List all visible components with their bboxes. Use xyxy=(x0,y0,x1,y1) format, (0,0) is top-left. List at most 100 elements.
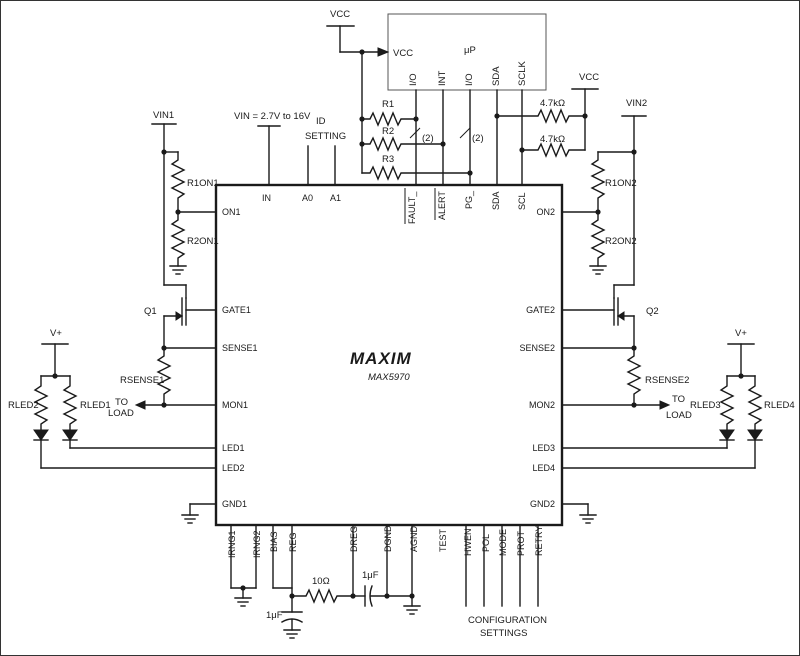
mcu-int: INT xyxy=(437,71,448,87)
mcu-io-1: I/O xyxy=(408,73,419,86)
pin-irng1: IRNG1 xyxy=(227,530,237,558)
r2on2-label: R2ON2 xyxy=(605,236,637,247)
mcu-name: μP xyxy=(464,45,476,56)
vin1-label: VIN1 xyxy=(153,110,174,121)
to-load-right-2: LOAD xyxy=(666,410,692,421)
mcu-vcc-pin: VCC xyxy=(393,48,413,59)
rled1-label: RLED1 xyxy=(80,400,111,411)
pin-fault: FAULT_ xyxy=(407,191,417,224)
part-number: MAX5970 xyxy=(368,372,410,383)
pin-gate1: GATE1 xyxy=(222,305,251,315)
r-10ohm-label: 10Ω xyxy=(312,576,330,587)
pin-sense2: SENSE2 xyxy=(519,343,555,353)
pin-retry: RETRY xyxy=(534,526,544,556)
to-load-left-1: TO xyxy=(115,397,128,408)
pullup-sda-label: 4.7kΩ xyxy=(540,98,565,109)
rled3-label: RLED3 xyxy=(690,400,721,411)
pin-reg: REG xyxy=(288,532,298,552)
pin-sda: SDA xyxy=(491,191,501,210)
ic-body xyxy=(214,183,564,527)
pin-sense1: SENSE1 xyxy=(222,343,258,353)
vin-and-id-setting: VIN = 2.7V to 16V ID SETTING xyxy=(234,111,346,186)
vcc-arrow xyxy=(377,47,390,57)
pin-on2: ON2 xyxy=(536,207,555,217)
pin-gnd1: GND1 xyxy=(222,499,247,509)
ic-right-pins: ON2 GATE2 SENSE2 MON2 LED3 LED4 GND2 xyxy=(519,207,555,509)
config-label-2: SETTINGS xyxy=(480,628,528,639)
id-setting-label-2: SETTING xyxy=(305,131,346,142)
note-2b: (2) xyxy=(472,133,484,144)
pin-mon2: MON2 xyxy=(529,400,555,410)
pin-pg: PG_ xyxy=(464,190,474,209)
mcu-io-2: I/O xyxy=(464,73,475,86)
pin-dgnd: DGND xyxy=(383,525,393,552)
pin-mode: MODE xyxy=(498,529,508,556)
v-plus-left-label: V+ xyxy=(50,328,62,339)
pin-on1: ON1 xyxy=(222,207,241,217)
r2on1-label: R2ON1 xyxy=(187,236,219,247)
pin-gate2: GATE2 xyxy=(526,305,555,315)
pin-gnd2: GND2 xyxy=(530,499,555,509)
vin-range-label: VIN = 2.7V to 16V xyxy=(234,111,311,122)
pin-pol: POL xyxy=(481,534,491,552)
r2-label: R2 xyxy=(382,126,394,137)
pin-irng2: IRNG2 xyxy=(252,530,262,558)
ic-top-pins: IN A0 A1 FAULT_ ALERT PG_ SDA SCL xyxy=(262,188,527,224)
pin-bias: BIAS xyxy=(269,531,279,552)
c-dreg-label: 1μF xyxy=(362,570,379,581)
r1on1-label: R1ON1 xyxy=(187,178,219,189)
pin-led3: LED3 xyxy=(532,443,555,453)
c-reg-label: 1μF xyxy=(266,610,283,621)
pin-prot: PROT xyxy=(516,530,526,556)
pin-test: TEST xyxy=(438,528,448,552)
to-load-arrow-left xyxy=(134,400,146,410)
right-led-strings: V+ RLED3 RLED4 xyxy=(561,328,795,524)
pin-a1: A1 xyxy=(330,193,341,203)
channel-2-circuit: VIN2 R1ON2 R2ON2 Q2 RSENSE2 TO xyxy=(561,98,692,421)
ic-left-pins: ON1 GATE1 SENSE1 MON1 LED1 LED2 GND1 xyxy=(222,207,258,509)
pin-a0: A0 xyxy=(302,193,313,203)
left-led-strings: V+ RLED2 RLED1 xyxy=(8,328,217,524)
rsense1-label: RSENSE1 xyxy=(120,375,164,386)
pin-mon1: MON1 xyxy=(222,400,248,410)
to-load-left-2: LOAD xyxy=(108,408,134,419)
mcu-sclk: SCLK xyxy=(517,61,528,86)
r3-label: R3 xyxy=(382,154,394,165)
pin-in: IN xyxy=(262,193,271,203)
pin-led4: LED4 xyxy=(532,463,555,473)
r1-label: R1 xyxy=(382,99,394,110)
vcc-top-label: VCC xyxy=(330,9,350,20)
max5970-ic: MAXIM MAX5970 xyxy=(214,183,564,527)
config-label-1: CONFIGURATION xyxy=(468,615,547,626)
maxim-logo: MAXIM xyxy=(350,349,412,368)
i2c-pullups: VCC 4.7kΩ 4.7kΩ xyxy=(496,72,599,158)
rled4-label: RLED4 xyxy=(764,400,795,411)
pin-scl: SCL xyxy=(517,192,527,210)
pin-dreg: DREG xyxy=(349,526,359,552)
pin-led2: LED2 xyxy=(222,463,245,473)
pin-agnd: AGND xyxy=(409,525,419,552)
vin2-label: VIN2 xyxy=(626,98,647,109)
to-load-right-1: TO xyxy=(672,394,685,405)
to-load-arrow-right xyxy=(659,400,671,410)
mcu-ic-interconnect xyxy=(413,89,525,186)
note-2a: (2) xyxy=(422,133,434,144)
q2-label: Q2 xyxy=(646,306,659,317)
v-plus-right-label: V+ xyxy=(735,328,747,339)
rled2-label: RLED2 xyxy=(8,400,39,411)
q1-label: Q1 xyxy=(144,306,157,317)
mcu-sda: SDA xyxy=(491,66,502,86)
pin-alert: ALERT xyxy=(437,191,447,220)
ic-bottom-pins: IRNG1 IRNG2 BIAS REG DREG DGND AGND TEST… xyxy=(227,525,544,558)
pin-hwen: HWEN xyxy=(463,529,473,557)
pullup-resistors-r1-r3: R1 R2 R3 (2) (2) xyxy=(359,99,484,181)
microprocessor-block: VCC μP I/O INT I/O SDA SCLK xyxy=(387,13,547,91)
id-setting-label-1: ID xyxy=(316,116,326,127)
pin-led1: LED1 xyxy=(222,443,245,453)
pullup-scl-label: 4.7kΩ xyxy=(540,134,565,145)
vcc-right-label: VCC xyxy=(579,72,599,83)
r1on2-label: R1ON2 xyxy=(605,178,637,189)
bottom-network: 1μF 10Ω 1μF CONFIGURATION SETTINGS xyxy=(230,524,547,639)
